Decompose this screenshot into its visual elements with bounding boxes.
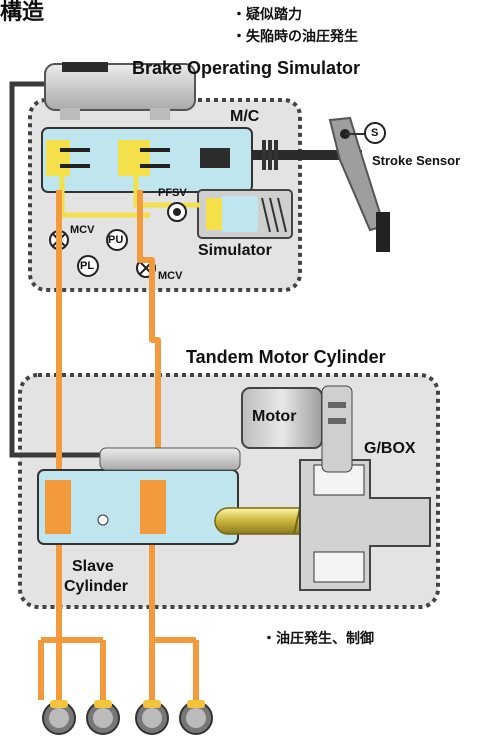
stroke-sensor-badge-label: S	[371, 127, 379, 139]
pu-label: PU	[108, 234, 124, 246]
pu-sensor	[106, 229, 128, 251]
gear-box	[299, 459, 431, 591]
slave-label-line-2: Cylinder	[64, 578, 129, 595]
hydraulic-pipes	[38, 190, 199, 700]
stroke-simulator	[197, 189, 293, 239]
pfsv-label: PFSV	[158, 187, 187, 199]
feature-bullet-1: ・疑似踏力	[232, 6, 302, 22]
electric-motor	[241, 385, 353, 473]
mc-label: M/C	[230, 108, 260, 125]
feature-bullet-2: ・失陥時の油圧発生	[232, 28, 358, 44]
feature-bullet-3: ・油圧発生、制御	[262, 630, 374, 646]
page-title: 構造	[0, 0, 45, 24]
brake-pedal-assembly	[252, 116, 390, 252]
simulator-label: Simulator	[198, 242, 272, 259]
wheel-cylinders	[42, 700, 213, 735]
stroke-sensor-label: Stroke Sensor	[372, 153, 461, 168]
mcv-label-2: MCV	[158, 270, 183, 282]
stroke-sensor-badge	[364, 122, 386, 144]
pl-label: PL	[80, 260, 95, 272]
brake-operating-simulator-title: Brake Operating Simulator	[132, 58, 361, 78]
slave-label-line-1: Slave	[72, 558, 114, 575]
tandem-motor-cylinder-title: Tandem Motor Cylinder	[186, 347, 386, 367]
master-cylinder-reservoir	[44, 62, 196, 120]
slave-cylinder	[37, 447, 241, 545]
gbox-label: G/BOX	[364, 440, 416, 457]
motor-label: Motor	[252, 408, 297, 425]
master-cylinder	[41, 127, 253, 193]
mcv-label-1: MCV	[70, 224, 95, 236]
pl-sensor	[77, 255, 99, 277]
